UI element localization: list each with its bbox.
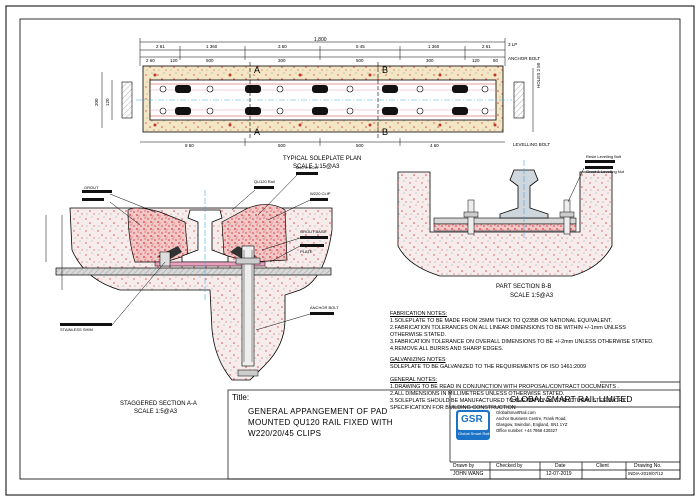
aa-label-grout: GROUT xyxy=(84,185,99,190)
aa-label-shim: STAINLESS SHIM xyxy=(60,327,93,332)
section-a-marker-top: A xyxy=(254,65,261,75)
aa-label-bolt: M20 X BOLT xyxy=(296,165,319,170)
title-line-3: W220/20/45 CLIPS xyxy=(248,429,322,438)
outer-border xyxy=(5,5,695,496)
plan-subdim-4: 300 xyxy=(278,58,286,63)
plan-3lp: 3 LP xyxy=(508,42,518,47)
plan-dim-3: 3 60 xyxy=(278,44,287,49)
hdr-date: Date xyxy=(555,463,566,469)
holes-label: HOLES 2 50 xyxy=(536,62,541,88)
aa-label-clip: W220 CLIP xyxy=(310,191,331,196)
hdr-drawing-no: Drawing No. xyxy=(634,463,662,469)
section-aa-drawing xyxy=(45,172,334,381)
plan-bottom-dim-3: 500 xyxy=(356,143,364,148)
aa-label-anchor: ANCHOR BOLT xyxy=(310,305,339,310)
general-notes-title: GENERAL NOTES: xyxy=(390,377,438,383)
plan-left-dim-2: 120 xyxy=(105,98,110,106)
title-line-1: GENERAL APPANGEMENT OF PAD xyxy=(248,407,388,416)
aa-label-rail: QU120 Rail xyxy=(254,179,275,184)
section-aa-scale: SCALE 1:5@A3 xyxy=(134,409,178,415)
fab-note-5: 4.REMOVE ALL BURRS AND SHARP EDGES. xyxy=(390,346,504,352)
section-aa-caption: STAGGERED SECTION A-A xyxy=(120,401,197,407)
plan-subdim-6: 300 xyxy=(426,58,434,63)
general-note-3: 3.SOLEPLATE SHOULD BE MANUFACTURED TO TH… xyxy=(390,398,626,404)
bb-label-1: Resin Levelling Bolt xyxy=(586,154,622,159)
aa-label-plate: PLATE xyxy=(300,249,313,254)
gsr-logo xyxy=(456,410,490,440)
section-bb-caption: PART SECTION B-B xyxy=(496,284,552,290)
plan-caption: TYPICAL SOLEPLATE PLAN xyxy=(283,156,362,162)
hdr-drawn-by: Drawn by xyxy=(453,463,475,469)
logo-subtext: Global Smart Rail xyxy=(458,431,490,436)
section-a-marker-bottom: A xyxy=(254,127,261,137)
company-name: GLOBAL SMART RAIL LIMITED xyxy=(510,394,633,404)
title-block-frame xyxy=(227,381,681,480)
plan-subdim-2: 120 xyxy=(170,58,178,63)
general-note-1: 1.DRAWING TO BE READ IN CONJUNCTION WITH… xyxy=(390,384,619,390)
plan-subdim-5: 500 xyxy=(356,58,364,63)
bb-label-2: Grout & Levelling Nut xyxy=(586,169,625,174)
plan-scale: SCALE 1:15@A3 xyxy=(293,164,340,170)
section-bb-drawing xyxy=(397,160,615,277)
hdr-checked-by: Checked by xyxy=(496,463,523,469)
hdr-client: Client xyxy=(596,463,609,469)
title-label: Title: xyxy=(232,393,250,402)
address-line-3: Glasgow, Swindon, England, SN1 1YZ xyxy=(496,422,568,427)
plan-subdim-8: 60 xyxy=(493,58,499,63)
val-drawing-no: INDIA-2019/07/12 xyxy=(628,471,664,476)
soleplate-plan xyxy=(101,38,534,146)
section-bb-scale: SCALE 1:5@A3 xyxy=(510,293,554,299)
title-line-2: MOUNTED QU120 RAIL FIXED WITH xyxy=(248,418,393,427)
general-note-2: 2.ALL DIMENSIONS IN MILLIMETRES UNLESS O… xyxy=(390,391,565,397)
plan-subdim-3: 500 xyxy=(206,58,214,63)
fab-note-3: OTHERWISE STATED. xyxy=(390,332,447,338)
general-note-4: SPECIFICATION FOR BUILDING CONSTRUCTION xyxy=(390,405,516,411)
levelling-bolt-label: LEVELLING BOLT xyxy=(513,142,551,147)
logo-text: GSR xyxy=(461,414,483,425)
plan-bottom-dim-2: 500 xyxy=(278,143,286,148)
aa-label-grout-base: GROUT BASE xyxy=(300,229,327,234)
address-line-1: GlobalSmartRail.com xyxy=(496,410,536,415)
fab-notes-title: FABRICATION NOTES: xyxy=(390,311,448,317)
plan-dim-6: 2 61 xyxy=(482,44,491,49)
plan-dim-5: 1 360 xyxy=(428,44,440,49)
plan-dim-4: 5 45 xyxy=(356,44,365,49)
plan-dim-2: 1 360 xyxy=(206,44,218,49)
plan-left-dim-1: 200 xyxy=(94,98,99,106)
section-b-marker-bottom: B xyxy=(382,127,389,137)
galv-note-1: SOLEPLATE TO BE GALVANIZED TO THE REQUIR… xyxy=(390,364,587,370)
fab-note-1: 1.SOLEPLATE TO BE MADE FROM 25MM THICK T… xyxy=(390,318,613,324)
val-date: 12-07-2019 xyxy=(546,471,572,477)
plan-bottom-dim-4: 4 60 xyxy=(430,143,439,148)
section-b-marker-top: B xyxy=(382,65,389,75)
plan-subdim-1: 2 60 xyxy=(146,58,155,63)
galv-notes-title: GALVANIZING NOTES xyxy=(390,357,446,363)
address-line-4: Office number: +44 7868 430327 xyxy=(496,428,558,433)
val-drawn-by: JOHN WANG xyxy=(453,471,484,477)
plan-bottom-dim-1: 8 60 xyxy=(185,143,194,148)
plan-subdim-7: 120 xyxy=(472,58,480,63)
plan-overall-dim: 1,800 xyxy=(314,37,327,43)
address-line-2: Anchor Business Centre, Frank Road, xyxy=(496,416,567,421)
plan-dim-1: 2 61 xyxy=(156,44,165,49)
fab-note-2: 2.FABRICATION TOLERANCES ON ALL LINEAR D… xyxy=(390,325,626,331)
anchor-bolt-label: ANCHOR BOLT xyxy=(508,56,541,61)
fab-note-4: 3.FABRICATION TOLERANCE ON OVERALL DIMEN… xyxy=(390,339,654,345)
